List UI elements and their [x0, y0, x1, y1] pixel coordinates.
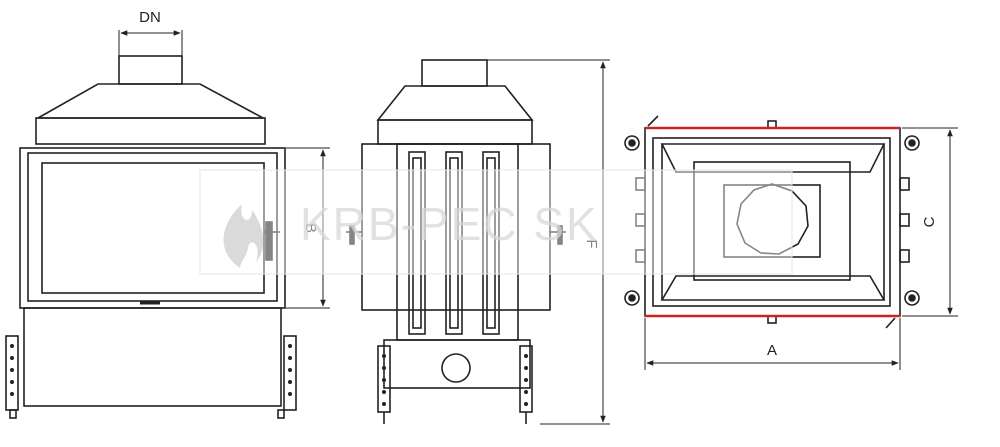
side-view	[346, 59, 566, 424]
side-hood	[376, 85, 534, 121]
front-hood	[34, 83, 264, 119]
side-flue-pipe	[421, 59, 488, 87]
top-view-red-edges	[645, 126, 900, 318]
front-right-leg	[283, 335, 297, 411]
side-slot-2	[445, 151, 463, 335]
front-flue-pipe	[118, 55, 183, 85]
flame-logo-icon	[223, 204, 264, 268]
dimension-f: F	[487, 59, 610, 425]
side-lower-frame	[383, 339, 531, 389]
dimension-c-label: C	[921, 216, 938, 227]
watermark-text: KRB-PEC SK	[300, 198, 599, 250]
side-air-inlet	[441, 353, 471, 383]
dimension-b: B	[286, 147, 330, 309]
dimension-f-label: F	[583, 239, 600, 248]
dimension-c: C	[902, 127, 958, 317]
side-slot-1	[408, 151, 426, 335]
dimension-a-label: A	[767, 342, 777, 359]
top-hood-trapezoid	[660, 143, 886, 173]
front-lower-body	[23, 307, 282, 407]
dimension-a: A	[644, 318, 901, 370]
front-hood-band	[35, 117, 266, 145]
front-glass	[41, 162, 265, 294]
dimension-b-label: B	[302, 223, 319, 233]
dimension-dn: DN	[118, 9, 183, 56]
side-hood-band	[377, 119, 533, 145]
top-flue-box	[723, 184, 821, 258]
front-door-handle	[265, 221, 273, 261]
top-flue-circle	[736, 183, 809, 255]
watermark: KRB-PEC SK	[199, 169, 793, 275]
front-view	[5, 55, 297, 419]
dimension-dn-label: DN	[139, 9, 161, 26]
side-slot-3	[482, 151, 500, 335]
top-inner-frame	[652, 137, 891, 307]
top-hood-inner	[693, 161, 851, 281]
front-door-frame	[27, 152, 278, 302]
top-corner-fixings	[624, 135, 920, 306]
